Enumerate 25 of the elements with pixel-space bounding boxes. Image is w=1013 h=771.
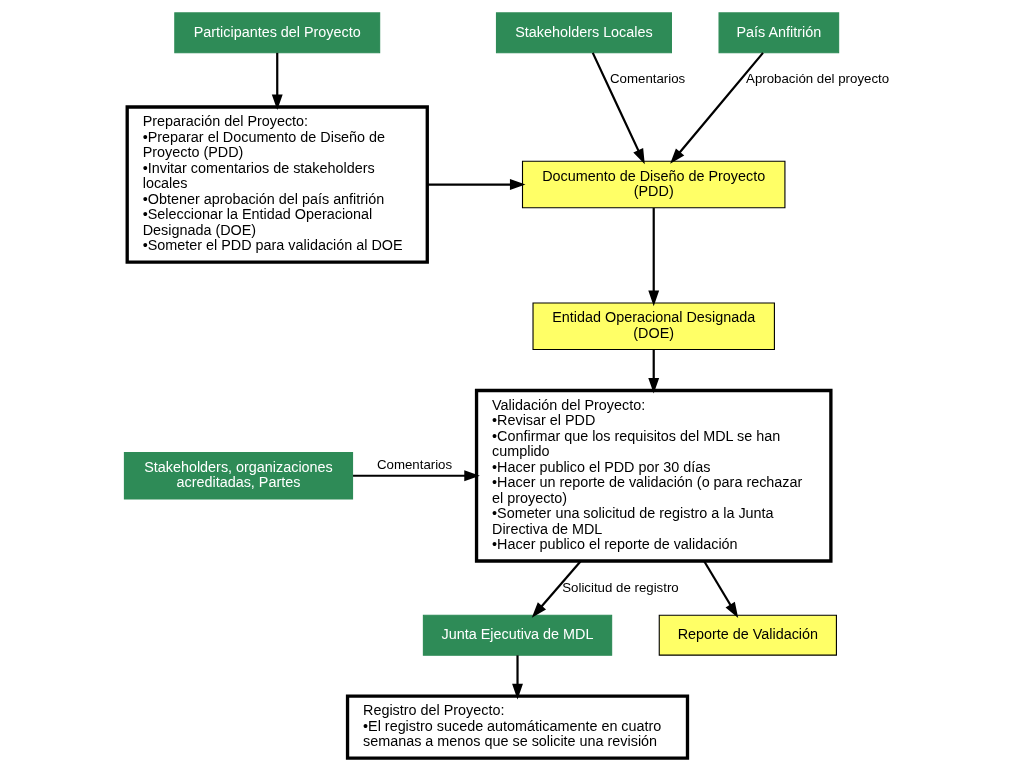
- edge-label: Solicitud de registro: [561, 579, 679, 595]
- arrow: [647, 208, 659, 307]
- arrow: [427, 179, 525, 190]
- node-box: Validación del Proyecto: •Revisar el PDD •Confirmar que los requisitos del MDL se han cumplido •Hacer publico el PDD por 30 días •Hacer un reporte de validación (o para rechazar el proyecto) •Someter una solicitud de registro a la Junta Directiva de MDL •Hacer publico el reporte de validación: [474, 388, 833, 563]
- node-box: Preparación del Proyecto: •Preparar el Documento de Diseño de Proyecto (PDD) •Invitar comentarios de stakeholders locales •Obtener aprobación del país anfitrión •Seleccionar la Entidad Operacional Designada (DOE) •Someter el PDD para validación al DOE: [125, 105, 429, 264]
- edge-label: Comentarios: [376, 456, 452, 472]
- node-box: Stakeholders, organizaciones acreditadas, Partes: [123, 451, 353, 500]
- node-box: Registro del Proyecto: •El registro sucede automáticamente en cuatro semanas a menos que se solicite una revisión: [345, 694, 689, 760]
- edge-label: Aprobación del proyecto: [745, 71, 889, 87]
- arrow: [352, 470, 480, 482]
- edge-label: Comentarios: [609, 71, 685, 87]
- arrow: [271, 52, 283, 111]
- arrow: [702, 560, 738, 618]
- arrow: [591, 52, 645, 165]
- arrow: [511, 655, 523, 700]
- node-box: Reporte de Validación: [658, 614, 837, 656]
- node-box: Documento de Diseño de Proyecto (PDD): [521, 160, 785, 209]
- node-box: País Anfitrión: [718, 12, 839, 54]
- arrow: [669, 52, 764, 164]
- node-box: Entidad Operacional Designada (DOE): [531, 302, 775, 351]
- arrow: [647, 349, 659, 394]
- node-box: Stakeholders Locales: [495, 12, 672, 54]
- arrow: [531, 560, 581, 618]
- node-box: Participantes del Proyecto: [173, 12, 380, 54]
- node-box: Junta Ejecutiva de MDL: [422, 614, 612, 656]
